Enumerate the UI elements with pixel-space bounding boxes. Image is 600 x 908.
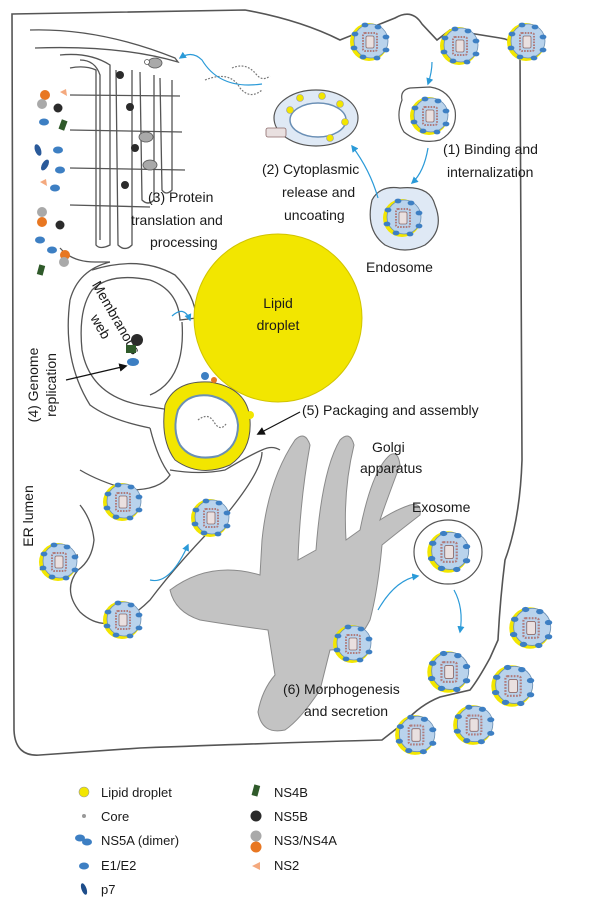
step6-label-2: and secretion — [304, 703, 388, 719]
legend-item-ns3ns4a: NS3/NS4A — [250, 830, 337, 853]
step3-label-1: (3) Protein — [148, 189, 213, 205]
legend-item-e1e2: E1/E2 — [79, 858, 136, 873]
virion-out-1 — [508, 605, 554, 650]
golgi-apparatus — [169, 435, 421, 732]
replication-complex — [126, 334, 143, 366]
step2-label-2: release and — [282, 184, 355, 200]
genome-replication-arrow — [65, 363, 128, 381]
ribosome-group — [116, 57, 163, 189]
virion-out-3 — [452, 703, 496, 746]
virion-er-3 — [190, 497, 232, 538]
lipid-droplet-label-2: droplet — [257, 317, 300, 333]
endosome-label: Endosome — [366, 259, 433, 275]
virion-er-2 — [102, 481, 144, 522]
virion-out-2 — [490, 663, 536, 708]
step2-label-3: uncoating — [284, 207, 345, 223]
viral-protein-cluster — [34, 89, 70, 276]
flow-arrows — [149, 51, 465, 634]
legend: Lipid droplet Core NS5A (dimer) E1/E2 p7… — [75, 784, 337, 897]
step3-label-2: translation and — [131, 212, 223, 228]
virion-extracellular-2 — [439, 25, 481, 67]
svg-text:p7: p7 — [101, 882, 115, 897]
legend-item-p7: p7 — [80, 882, 115, 897]
step2-label-1: (2) Cytoplasmic — [262, 161, 359, 177]
step5-label: (5) Packaging and assembly — [302, 402, 479, 418]
virion-golgi-exit — [332, 623, 374, 664]
step4-label-1: (4) Genome — [25, 347, 41, 422]
legend-item-lipid-droplet: Lipid droplet — [78, 785, 172, 800]
assembly-site — [163, 372, 254, 471]
step1-label-1: (1) Binding and — [443, 141, 538, 157]
step1-label-2: internalization — [447, 164, 533, 180]
legend-item-core: Core — [82, 809, 129, 824]
svg-text:NS3/NS4A: NS3/NS4A — [274, 833, 337, 848]
virion-er-lumen — [38, 541, 80, 582]
legend-item-ns5b: NS5B — [250, 809, 308, 824]
virion-secreting — [426, 649, 472, 694]
golgi-label-2: apparatus — [360, 460, 422, 476]
er-lumen-label: ER lumen — [20, 485, 36, 546]
svg-text:NS4B: NS4B — [274, 785, 308, 800]
legend-item-ns5a: NS5A (dimer) — [75, 833, 179, 848]
svg-text:E1/E2: E1/E2 — [101, 858, 136, 873]
cell-membrane — [11, 9, 523, 756]
exosome-label: Exosome — [412, 499, 471, 515]
uncoating-vesicle — [265, 89, 359, 147]
svg-text:Lipid droplet: Lipid droplet — [101, 785, 172, 800]
virion-extracellular-3 — [506, 21, 548, 63]
packaging-arrow — [256, 411, 301, 435]
lipid-droplet-label-1: Lipid — [263, 295, 293, 311]
svg-text:NS2: NS2 — [274, 858, 299, 873]
virion-out-4 — [394, 713, 438, 756]
step4-label-2: replication — [43, 353, 59, 417]
legend-item-ns4b: NS4B — [251, 784, 308, 800]
golgi-label-1: Golgi — [372, 439, 405, 455]
virion-extracellular-1 — [349, 21, 391, 63]
virion-golgi-entry — [102, 599, 144, 640]
svg-text:NS5B: NS5B — [274, 809, 308, 824]
step3-label-3: processing — [150, 234, 218, 250]
step6-label-1: (6) Morphogenesis — [283, 681, 400, 697]
svg-text:NS5A (dimer): NS5A (dimer) — [101, 833, 179, 848]
svg-text:Core: Core — [101, 809, 129, 824]
legend-item-ns2: NS2 — [252, 858, 299, 873]
lipid-droplet — [193, 233, 363, 403]
